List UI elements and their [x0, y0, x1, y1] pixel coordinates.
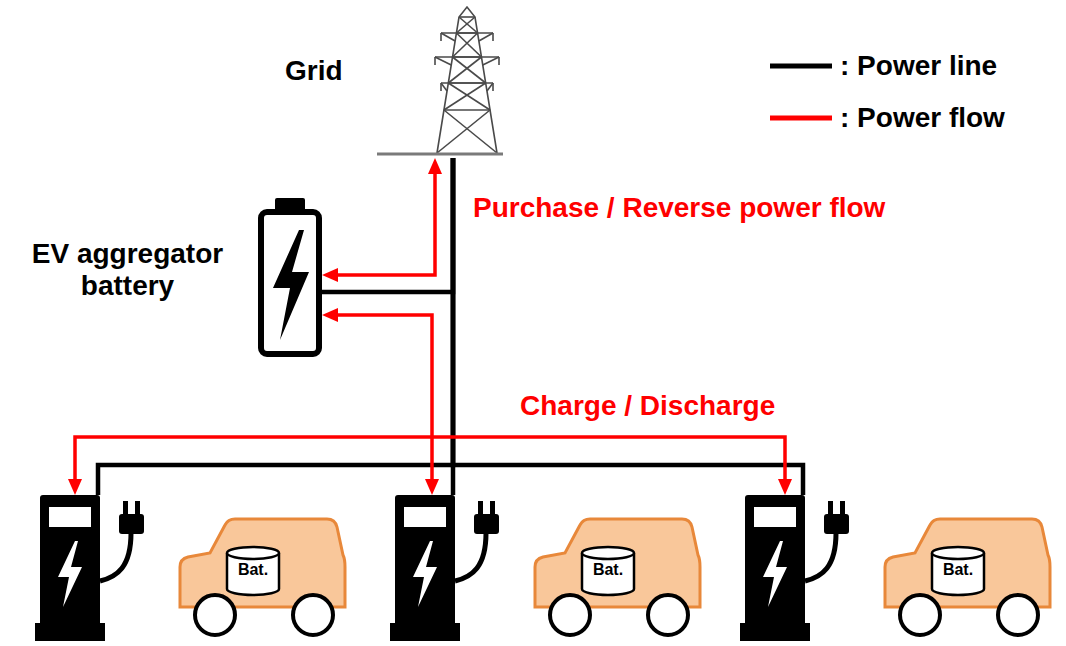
- station-illustration: [35, 495, 350, 643]
- battery-label: Bat.: [227, 561, 279, 579]
- tower-lattice: [441, 83, 447, 91]
- charger-lightning: [58, 541, 82, 607]
- plug-body: [474, 514, 499, 534]
- station-illustration: [390, 495, 705, 643]
- legend-text: : Power flow: [840, 101, 1005, 135]
- charging-station-node: Bat.: [35, 495, 350, 643]
- node-label: Grid: [285, 55, 377, 87]
- text-holder: Grid: [285, 55, 377, 87]
- node-label: EV aggregator battery: [5, 238, 250, 302]
- plug-body: [824, 514, 849, 534]
- legend-line: [770, 64, 832, 69]
- battery-cylinder-top: [582, 547, 634, 559]
- legend-text: : Power line: [840, 49, 997, 83]
- car-wheel: [648, 595, 688, 635]
- power-line: [322, 158, 453, 292]
- car-body: [885, 519, 1050, 607]
- tower-lattice: [487, 83, 493, 91]
- charger-lightning: [763, 541, 787, 607]
- tower-lattice: [434, 57, 436, 65]
- tower-lattice: [459, 16, 475, 18]
- car-body: [180, 519, 345, 607]
- battery-body: [261, 212, 319, 354]
- tower-lattice: [444, 83, 486, 110]
- legend-sample: [770, 101, 834, 135]
- car-wheel: [550, 595, 590, 635]
- flow-label-holder: Purchase / Reverse power flow: [470, 192, 888, 224]
- plug-prong: [840, 501, 845, 515]
- tower-lattice: [441, 82, 493, 84]
- tower-lattice: [435, 57, 451, 65]
- plug-prong: [135, 501, 140, 515]
- power-flow-arrow: [75, 437, 785, 489]
- tower-lattice: [456, 17, 475, 33]
- tower-lattice: [498, 57, 500, 65]
- station-illustration: [740, 495, 1055, 643]
- tower-lattice: [437, 110, 490, 153]
- charger-base: [740, 623, 810, 641]
- text-holder: Bat.: [227, 561, 279, 579]
- grid-node: Grid: [285, 5, 505, 158]
- tower-lattice: [448, 83, 490, 110]
- charger-body: [395, 495, 455, 627]
- plug-prong: [478, 501, 483, 515]
- plug-prong: [490, 501, 495, 515]
- car-body: [535, 519, 700, 607]
- charging-cable: [455, 533, 486, 581]
- charging-cable: [100, 533, 131, 581]
- text-holder: EV aggregator battery: [5, 238, 250, 302]
- tower-lattice: [444, 110, 497, 153]
- power-flow-arrow: [328, 315, 432, 489]
- car-wheel: [195, 595, 235, 635]
- tower-lattice: [441, 33, 455, 41]
- charging-station-node: Bat.: [390, 495, 705, 643]
- tower-lattice: [459, 17, 478, 33]
- charger-lightning: [413, 541, 437, 607]
- tower-lattice: [453, 33, 478, 57]
- flow-label: Charge / Discharge: [517, 390, 778, 422]
- legend-sample: [770, 49, 834, 83]
- tower-lattice: [456, 33, 481, 57]
- tower-lattice: [448, 57, 481, 83]
- charger-display: [49, 507, 91, 527]
- tower-lattice: [444, 109, 490, 111]
- tower-lattice: [479, 33, 493, 41]
- flow-label: Purchase / Reverse power flow: [470, 192, 888, 224]
- transmission-towers: [435, 7, 499, 153]
- tower-lattice: [483, 57, 499, 65]
- text-holder: Bat.: [932, 561, 984, 579]
- charger-body: [745, 495, 805, 627]
- charger-body: [40, 495, 100, 627]
- tower-lattice: [441, 32, 493, 34]
- battery-label: Bat.: [582, 561, 634, 579]
- tower-lattice: [453, 57, 486, 83]
- charging-cable: [805, 533, 836, 581]
- power-flow-arrow: [328, 164, 435, 275]
- tower-lattice: [437, 7, 497, 153]
- car-wheel: [293, 595, 333, 635]
- flow-label-holder: Charge / Discharge: [517, 390, 778, 422]
- charger-base: [390, 623, 460, 641]
- battery-cylinder-top: [932, 547, 984, 559]
- plug-prong: [828, 501, 833, 515]
- power-line: [98, 158, 453, 495]
- legend-line: [770, 116, 832, 121]
- car-wheel: [998, 595, 1038, 635]
- plug-prong: [123, 501, 128, 515]
- charger-display: [754, 507, 796, 527]
- plug-body: [119, 514, 144, 534]
- car-wheel: [900, 595, 940, 635]
- charger-display: [404, 507, 446, 527]
- text-holder: Bat.: [582, 561, 634, 579]
- battery-cylinder-top: [227, 547, 279, 559]
- tower-lattice: [435, 56, 499, 58]
- aggregator-battery-node: EV aggregator battery: [5, 190, 322, 360]
- battery-label: Bat.: [932, 561, 984, 579]
- tower-ground: [377, 153, 503, 156]
- charger-base: [35, 623, 105, 641]
- charging-station-node: Bat.: [740, 495, 1055, 643]
- lightning-symbol: [273, 230, 309, 340]
